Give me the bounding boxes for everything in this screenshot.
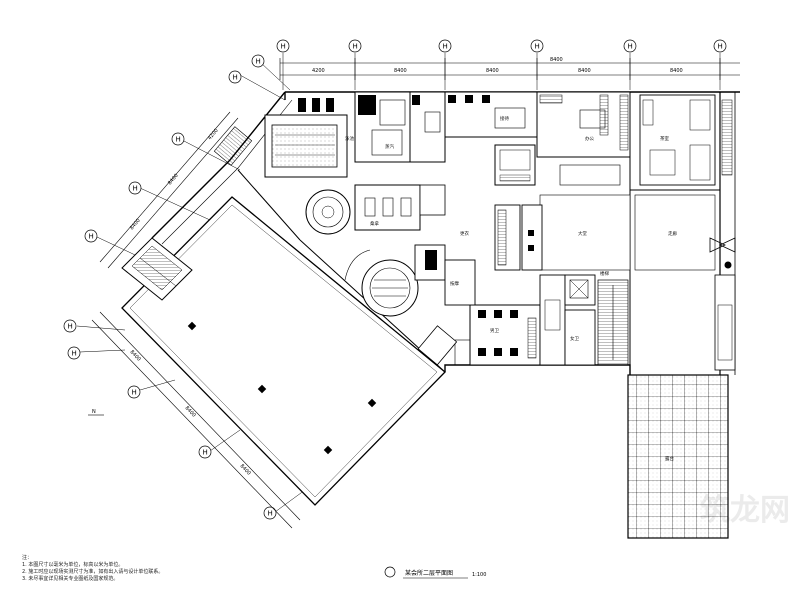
room-reception: 接待 <box>500 115 509 122</box>
top-service-cluster: 蒸汽 <box>354 91 446 163</box>
dim-top-6: 8400 <box>550 57 563 63</box>
central-lobby: 大堂 走廊 <box>539 194 736 271</box>
axis-left-6: H <box>68 323 73 331</box>
room-steam: 蒸汽 <box>385 143 394 150</box>
axis-left-8: H <box>132 389 137 397</box>
terrace-grid: 露台 <box>627 374 729 539</box>
title-text: 某会所二层平面图 <box>405 569 453 577</box>
drawing-notes: 注： 1. 本图尺寸以毫米为单位，标高以米为单位。 2. 施工时应以现场实测尺寸… <box>22 554 163 582</box>
drawing-title: 某会所二层平面图 1:100 <box>384 566 486 579</box>
left-staircase <box>121 237 193 301</box>
dim-top-1: 4200 <box>312 68 325 74</box>
room-corridor: 走廊 <box>668 230 677 237</box>
far-right-rooms: 茶室 <box>639 94 733 186</box>
dim-top-3: 8400 <box>486 68 499 74</box>
top-dimension-line: 4200 8400 8400 8400 8400 8400 <box>279 57 740 80</box>
axis-top-2: H <box>353 43 358 51</box>
room-changing: 更衣 <box>460 230 469 237</box>
room-stair: 楼梯 <box>600 270 609 277</box>
axis-top-1: H <box>281 43 286 51</box>
axis-top-6: H <box>718 43 723 51</box>
axis-left-1: H <box>256 58 261 66</box>
room-toilet-f: 女卫 <box>570 335 579 342</box>
axis-left-10: H <box>268 510 273 518</box>
note-line-1: 注： <box>22 554 32 561</box>
massage-rooms: 按摩 <box>417 259 476 366</box>
open-terrace <box>121 196 446 506</box>
room-lobby: 大堂 <box>578 230 587 237</box>
room-office: 办公 <box>585 135 594 142</box>
dim-top-4: 8400 <box>578 68 591 74</box>
room-tea: 茶室 <box>660 135 669 142</box>
round-tub-2 <box>344 249 419 317</box>
room-massage: 按摩 <box>450 280 459 287</box>
right-corridor <box>714 274 736 371</box>
changing-toilets: 更衣 <box>414 184 543 281</box>
north-marker: N <box>88 409 104 416</box>
axis-top-4: H <box>535 43 540 51</box>
round-tub-1 <box>305 189 351 235</box>
axis-left-4: H <box>133 185 138 193</box>
north-label: N <box>92 409 96 415</box>
room-toilet-m: 男卫 <box>490 328 499 334</box>
axis-left-9: H <box>203 449 208 457</box>
axis-left-2: H <box>233 74 238 82</box>
axis-left-7: H <box>72 350 77 358</box>
axis-top-5: H <box>628 43 633 51</box>
room-terrace: 露台 <box>665 455 674 462</box>
axis-left-5: H <box>89 233 94 241</box>
axis-left-3: H <box>176 136 181 144</box>
dim-top-2: 8400 <box>394 68 407 74</box>
dim-left-1: 4200 <box>207 128 220 142</box>
scale-note: 1:100 <box>472 572 486 578</box>
upper-right-rooms: 办公 <box>536 91 631 186</box>
dim-bottom-left-1: 8400 <box>129 349 142 362</box>
pool-room: 泳池 <box>264 98 354 178</box>
top-axis-bubbles: H H H H H H <box>276 39 727 90</box>
reception-area: 接待 <box>444 91 538 186</box>
dim-left-2: 8400 <box>167 173 180 187</box>
dim-left-3: 8400 <box>129 218 142 232</box>
sauna-room: 桑拿 <box>354 184 421 231</box>
note-line-2: 1. 本图尺寸以毫米为单位，标高以米为单位。 <box>22 561 123 568</box>
axis-top-3: H <box>443 43 448 51</box>
lower-service-cluster: 男卫 女卫 楼梯 <box>469 270 629 366</box>
note-line-4: 3. 未尽事宜详见相关专业图纸及国家规范。 <box>22 575 118 582</box>
room-pool: 泳池 <box>345 135 354 142</box>
dim-bottom-left-2: 8400 <box>184 405 197 418</box>
room-sauna: 桑拿 <box>370 220 379 227</box>
note-line-3: 2. 施工时应以现场实测尺寸为准，如有出入请与设计单位联系。 <box>22 568 163 575</box>
dim-top-5: 8400 <box>670 68 683 74</box>
